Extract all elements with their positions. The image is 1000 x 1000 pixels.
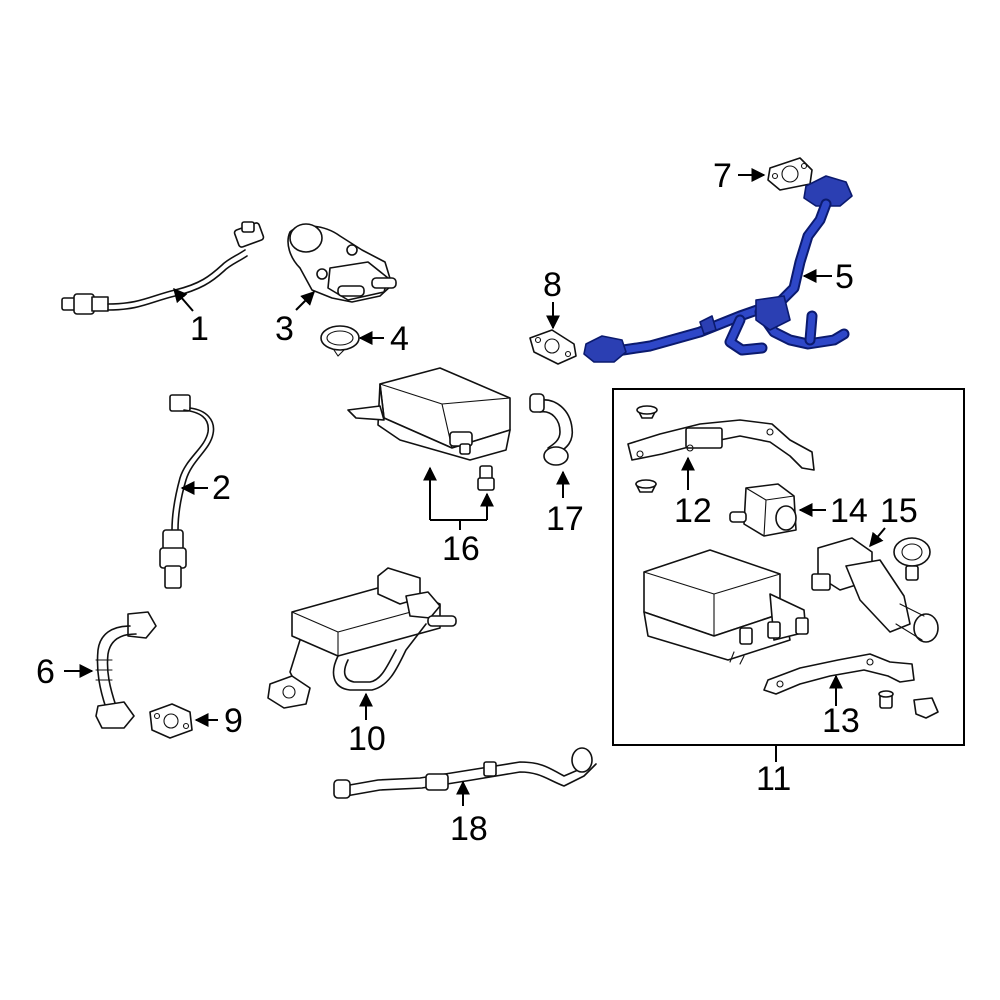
label-7: 7 <box>713 157 732 195</box>
leader-15 <box>869 527 886 548</box>
label-18: 18 <box>450 810 488 848</box>
part-12-bracket[interactable] <box>627 405 815 493</box>
label-2: 2 <box>212 469 231 507</box>
label-10: 10 <box>348 720 386 758</box>
label-11: 11 <box>756 760 791 798</box>
part-1-oxygen-sensor[interactable] <box>61 221 265 315</box>
part-3-egr-valve[interactable] <box>287 223 397 303</box>
part-11-canister-assembly[interactable] <box>612 388 965 762</box>
part-15-leak-pump[interactable] <box>811 537 939 643</box>
charcoal-canister[interactable] <box>643 549 809 665</box>
leader-3 <box>295 291 315 311</box>
label-3: 3 <box>275 310 294 348</box>
part-13-bracket[interactable] <box>763 653 939 719</box>
label-14: 14 <box>830 492 868 530</box>
leader-1 <box>173 287 194 312</box>
label-4: 4 <box>390 320 409 358</box>
label-1: 1 <box>190 310 209 348</box>
part-18-pipe[interactable] <box>333 747 597 799</box>
part-7-gasket[interactable] <box>767 157 813 191</box>
label-12: 12 <box>674 492 712 530</box>
label-8: 8 <box>543 266 562 304</box>
part-8-gasket[interactable] <box>529 329 577 365</box>
label-15: 15 <box>880 492 918 530</box>
leader-16 <box>423 466 494 530</box>
part-4-gasket[interactable] <box>320 325 360 357</box>
label-5: 5 <box>835 258 854 296</box>
part-17-hose[interactable] <box>529 393 574 466</box>
part-10-egr-cooler[interactable] <box>267 567 457 709</box>
label-6: 6 <box>36 653 55 691</box>
label-16: 16 <box>442 530 480 568</box>
label-9: 9 <box>224 702 243 740</box>
part-5-egr-pipe[interactable] <box>583 175 853 363</box>
part-16-vacuum-box[interactable] <box>347 367 511 491</box>
label-17: 17 <box>546 500 584 538</box>
part-6-egr-tube[interactable] <box>95 611 157 729</box>
part-2-oxygen-sensor[interactable] <box>159 394 215 589</box>
part-14-vsv-valve[interactable] <box>729 483 797 537</box>
label-13: 13 <box>822 702 860 740</box>
part-9-gasket[interactable] <box>149 703 193 739</box>
